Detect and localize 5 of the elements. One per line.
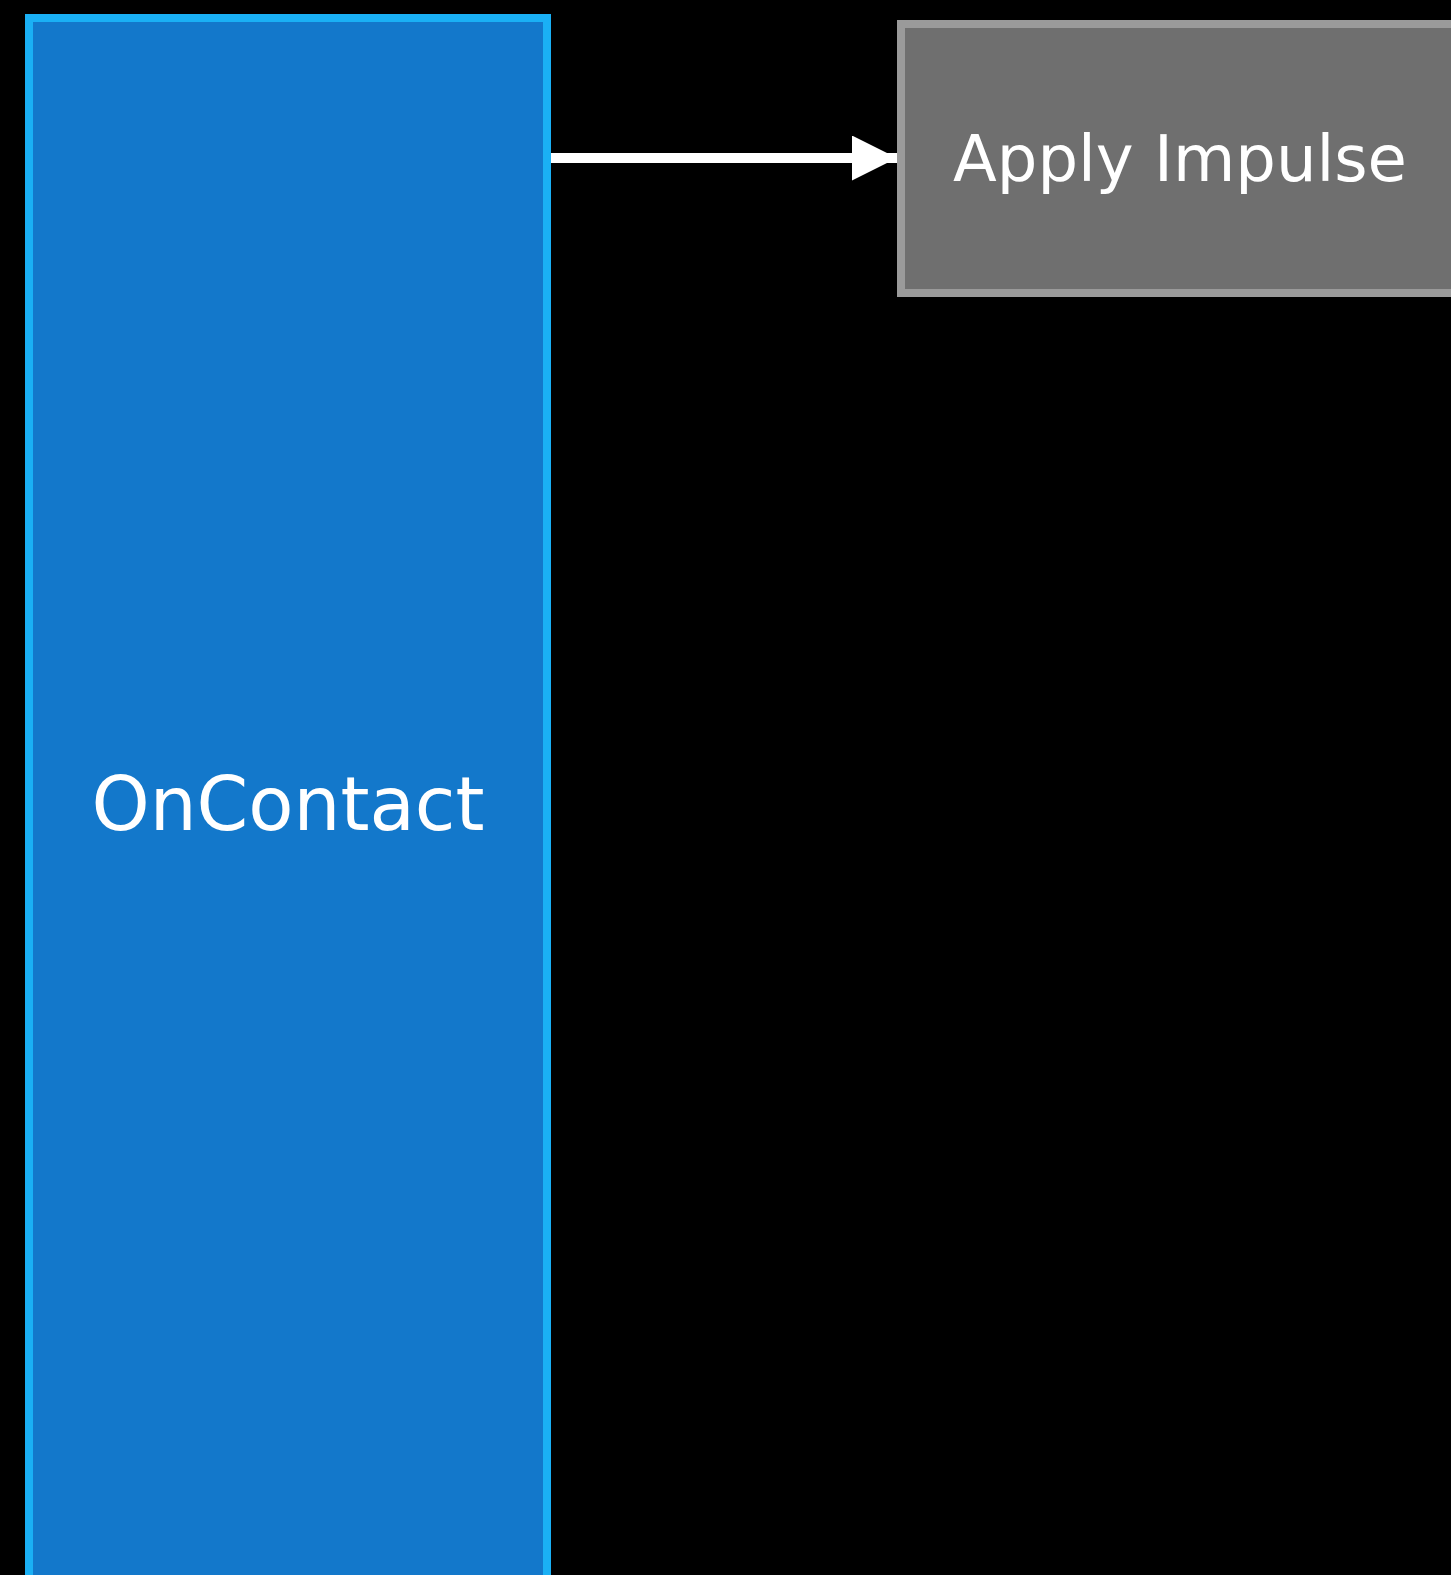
arrow: [551, 135, 897, 181]
node-label: OnContact: [91, 761, 485, 847]
event-box: [25, 14, 551, 1575]
action-box: [897, 20, 1451, 297]
node-label: Apply Impulse: [953, 121, 1407, 196]
